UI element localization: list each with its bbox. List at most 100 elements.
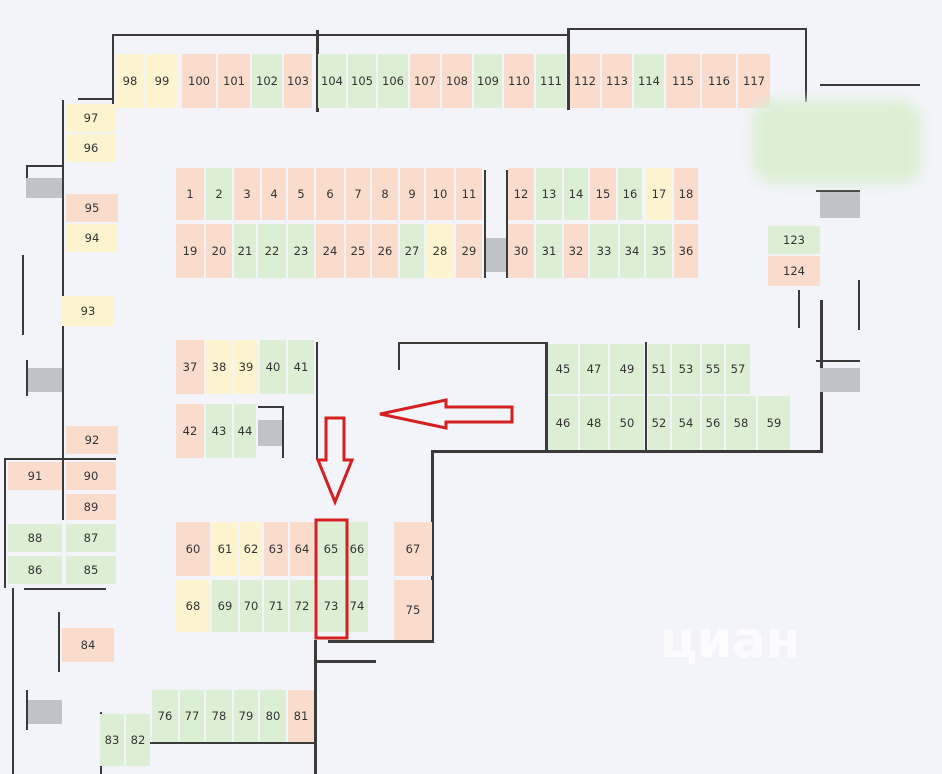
parking-spot[interactable]: 110: [504, 54, 534, 108]
parking-spot[interactable]: 55: [702, 344, 724, 394]
parking-spot[interactable]: 75: [394, 580, 432, 640]
parking-spot[interactable]: 100: [182, 54, 216, 108]
parking-spot[interactable]: 20: [206, 224, 232, 278]
parking-spot[interactable]: 47: [580, 344, 608, 394]
parking-spot[interactable]: 28: [426, 224, 454, 278]
parking-spot[interactable]: 69: [212, 580, 238, 632]
parking-spot[interactable]: 54: [672, 396, 700, 450]
parking-spot[interactable]: 2: [206, 168, 232, 220]
parking-spot[interactable]: 65: [316, 522, 346, 576]
parking-spot[interactable]: 124: [768, 256, 820, 286]
parking-spot[interactable]: 13: [536, 168, 562, 220]
parking-spot[interactable]: 53: [672, 344, 700, 394]
parking-spot[interactable]: 31: [536, 224, 562, 278]
parking-spot[interactable]: 17: [646, 168, 672, 220]
parking-spot[interactable]: 91: [8, 462, 62, 490]
parking-spot[interactable]: 87: [66, 524, 116, 552]
parking-spot[interactable]: 33: [590, 224, 618, 278]
parking-spot[interactable]: 52: [648, 396, 670, 450]
parking-spot[interactable]: 14: [564, 168, 588, 220]
parking-spot[interactable]: 95: [66, 194, 118, 222]
parking-spot[interactable]: 61: [212, 522, 238, 576]
parking-spot[interactable]: 112: [570, 54, 600, 108]
parking-spot[interactable]: 109: [474, 54, 502, 108]
parking-spot[interactable]: 25: [346, 224, 370, 278]
parking-spot[interactable]: 77: [180, 690, 204, 742]
parking-spot[interactable]: 38: [206, 340, 232, 394]
parking-spot[interactable]: 40: [260, 340, 286, 394]
parking-spot[interactable]: 10: [426, 168, 454, 220]
parking-spot[interactable]: 56: [702, 396, 724, 450]
parking-spot[interactable]: 94: [66, 224, 118, 252]
parking-spot[interactable]: 123: [768, 226, 820, 254]
parking-spot[interactable]: 97: [66, 104, 116, 132]
parking-spot[interactable]: 117: [738, 54, 770, 108]
parking-spot[interactable]: 72: [290, 580, 314, 632]
parking-spot[interactable]: 29: [456, 224, 482, 278]
parking-spot[interactable]: 89: [66, 494, 116, 520]
parking-spot[interactable]: 49: [610, 344, 644, 394]
parking-spot[interactable]: 34: [620, 224, 644, 278]
parking-spot[interactable]: 78: [206, 690, 232, 742]
parking-spot[interactable]: 116: [702, 54, 736, 108]
parking-spot[interactable]: 111: [536, 54, 566, 108]
parking-spot[interactable]: 62: [240, 522, 262, 576]
parking-spot[interactable]: 57: [726, 344, 750, 394]
parking-spot[interactable]: 84: [62, 628, 114, 662]
parking-spot[interactable]: 16: [618, 168, 642, 220]
parking-spot[interactable]: 114: [634, 54, 664, 108]
parking-spot[interactable]: 35: [646, 224, 672, 278]
parking-spot[interactable]: 7: [346, 168, 370, 220]
parking-spot[interactable]: 27: [400, 224, 424, 278]
parking-spot[interactable]: 46: [548, 396, 578, 450]
parking-spot[interactable]: 96: [66, 134, 116, 162]
parking-spot[interactable]: 68: [176, 580, 210, 632]
parking-spot[interactable]: 36: [674, 224, 698, 278]
parking-spot[interactable]: 6: [316, 168, 344, 220]
parking-spot[interactable]: 103: [284, 54, 312, 108]
parking-spot[interactable]: 60: [176, 522, 210, 576]
parking-spot[interactable]: 58: [726, 396, 756, 450]
parking-spot[interactable]: 90: [66, 462, 116, 490]
parking-spot[interactable]: 42: [176, 404, 204, 458]
parking-spot[interactable]: 21: [234, 224, 256, 278]
parking-spot[interactable]: 106: [378, 54, 408, 108]
parking-spot[interactable]: 80: [260, 690, 286, 742]
parking-spot[interactable]: 51: [648, 344, 670, 394]
parking-spot[interactable]: 8: [372, 168, 398, 220]
parking-spot[interactable]: 45: [548, 344, 578, 394]
parking-spot[interactable]: 5: [288, 168, 314, 220]
parking-spot[interactable]: 88: [8, 524, 62, 552]
parking-spot[interactable]: 83: [100, 714, 124, 766]
parking-spot[interactable]: 79: [234, 690, 258, 742]
parking-spot[interactable]: 32: [564, 224, 588, 278]
parking-spot[interactable]: 4: [262, 168, 286, 220]
parking-spot[interactable]: 67: [394, 522, 432, 576]
parking-spot[interactable]: 37: [176, 340, 204, 394]
parking-spot[interactable]: 63: [264, 522, 288, 576]
parking-spot[interactable]: 115: [666, 54, 700, 108]
parking-spot[interactable]: 71: [264, 580, 288, 632]
parking-spot[interactable]: 82: [126, 714, 150, 766]
parking-spot[interactable]: 66: [346, 522, 368, 576]
parking-spot[interactable]: 101: [218, 54, 250, 108]
parking-spot[interactable]: 26: [372, 224, 398, 278]
parking-spot[interactable]: 19: [176, 224, 204, 278]
parking-spot[interactable]: 9: [400, 168, 424, 220]
parking-spot[interactable]: 64: [290, 522, 314, 576]
parking-spot[interactable]: 108: [442, 54, 472, 108]
parking-spot[interactable]: 102: [252, 54, 282, 108]
parking-spot[interactable]: 93: [62, 296, 114, 326]
parking-spot[interactable]: 23: [288, 224, 314, 278]
parking-spot[interactable]: 11: [456, 168, 482, 220]
parking-spot[interactable]: 76: [152, 690, 178, 742]
parking-spot[interactable]: 107: [410, 54, 440, 108]
parking-spot[interactable]: 70: [240, 580, 262, 632]
parking-spot[interactable]: 113: [602, 54, 632, 108]
parking-spot[interactable]: 1: [176, 168, 204, 220]
parking-spot[interactable]: 50: [610, 396, 644, 450]
parking-spot[interactable]: 98: [116, 54, 144, 108]
parking-spot[interactable]: 86: [8, 556, 62, 584]
parking-spot[interactable]: 73: [316, 580, 346, 632]
parking-spot[interactable]: 99: [146, 54, 178, 108]
